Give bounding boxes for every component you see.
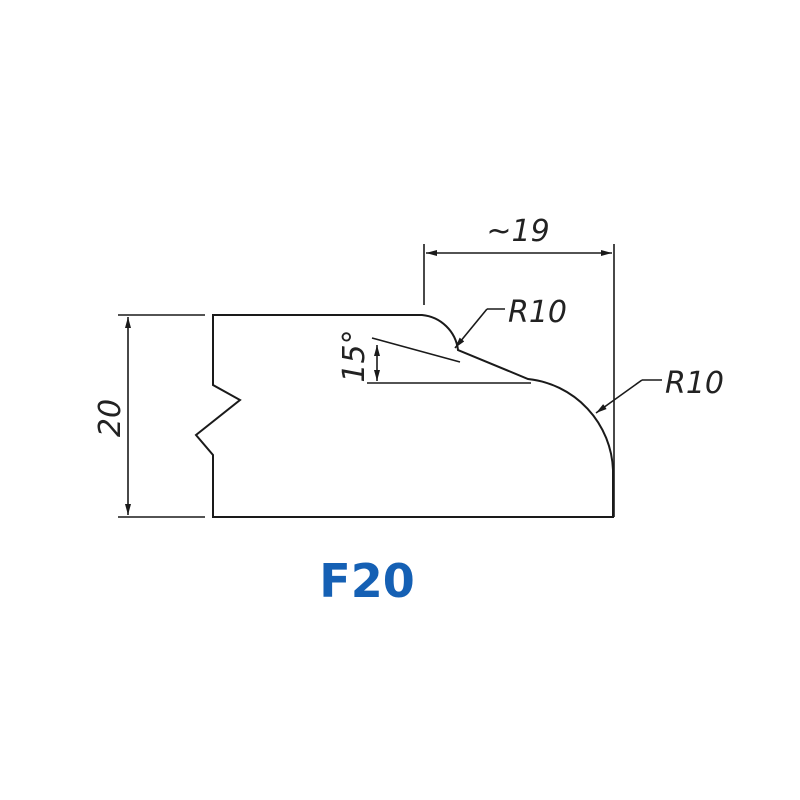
height-label: 20 (93, 399, 128, 437)
radius-top-arrow (454, 308, 488, 349)
profile-title: F20 (319, 554, 414, 608)
angle-ref-slope (371, 337, 461, 363)
radius-top-label: R10 (508, 295, 567, 330)
radius-edge-label: R10 (665, 366, 724, 401)
radius-edge-arrow (595, 379, 643, 414)
angle-label: 15° (337, 329, 372, 382)
width-label: ~19 (486, 214, 549, 249)
profile-outline (194, 314, 614, 518)
